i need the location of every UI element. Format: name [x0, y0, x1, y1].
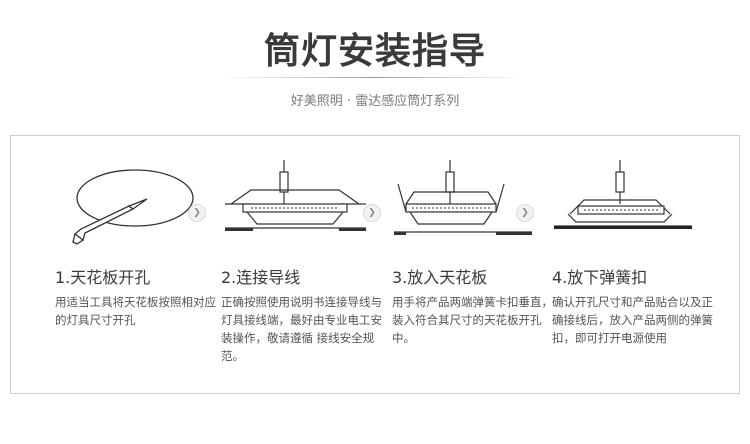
step-4-description: 确认开孔尺寸和产品贴合以及正确接线后，放入产品两侧的弹簧扣，即可打开电源使用 — [552, 295, 713, 345]
step-3-label: 3.放入天花板 — [392, 268, 488, 287]
page-subtitle: 好美照明 · 雷达感应筒灯系列 — [290, 94, 460, 109]
step-4-label: 4.放下弹簧扣 — [552, 268, 648, 287]
chevron-right-icon: ❯ — [516, 204, 534, 222]
spring-clip-release-icon — [554, 160, 692, 229]
insert-into-ceiling-icon — [394, 160, 532, 235]
step-1: 1.天花板开孔 用适当工具将天花板按照相对应的灯具尺寸开孔 — [55, 136, 235, 393]
wiring-connection-icon — [225, 160, 366, 231]
page-title: 筒灯安装指导 — [263, 31, 486, 72]
step-1-label: 1.天花板开孔 — [55, 268, 151, 287]
step-4: 4.放下弹簧扣 确认开孔尺寸和产品贴合以及正确接线后，放入产品两侧的弹簧扣，即可… — [552, 136, 732, 393]
instruction-panel: 1.天花板开孔 用适当工具将天花板按照相对应的灯具尺寸开孔 ❯ 2.连接导线 正… — [10, 135, 740, 394]
step-2-description: 正确按照使用说明书连接导线与灯具接线端，最好由专业电工安装操作，敬请遵循 接线安… — [221, 295, 382, 363]
step-3: 3.放入天花板 用手将产品两端弹簧卡扣垂直，装入符合其尺寸的天花板开孔中。 — [392, 136, 572, 393]
chevron-right-icon: ❯ — [188, 204, 206, 222]
step-1-description: 用适当工具将天花板按照相对应的灯具尺寸开孔 — [55, 295, 216, 327]
chevron-right-icon: ❯ — [363, 204, 381, 222]
step-3-description: 用手将产品两端弹簧卡扣垂直，装入符合其尺寸的天花板开孔中。 — [392, 295, 553, 345]
title-divider — [225, 77, 525, 78]
ceiling-cutting-icon — [72, 169, 194, 245]
step-2: 2.连接导线 正确按照使用说明书连接导线与灯具接线端，最好由专业电工安装操作，敬… — [221, 136, 401, 393]
step-2-label: 2.连接导线 — [221, 268, 301, 287]
